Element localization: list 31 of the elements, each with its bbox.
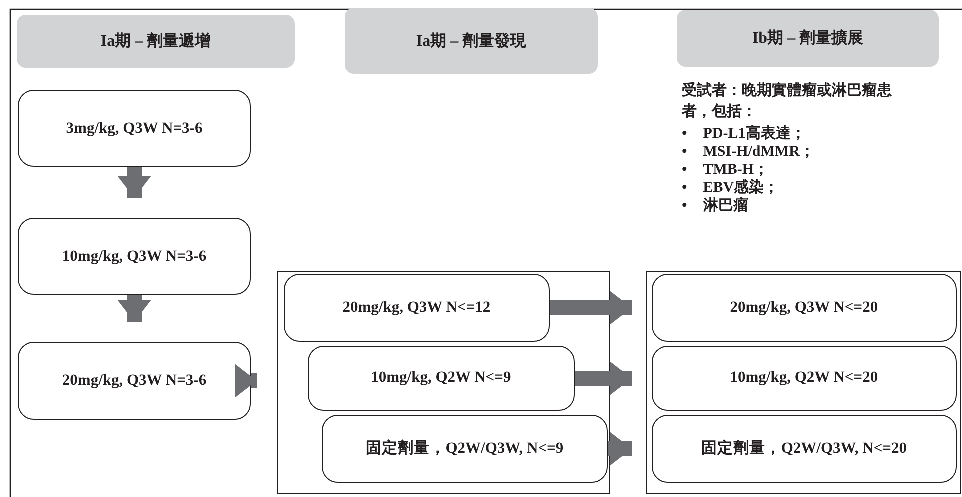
group-frame [646, 271, 961, 494]
block-arrow [118, 295, 152, 322]
dose-box: 3mg/kg, Q3W N=3-6 [18, 90, 251, 167]
block-arrow [235, 364, 257, 398]
header-box: Ib期 – 劑量擴展 [677, 10, 939, 67]
dose-box: 固定劑量，Q2W/Q3W, N<=20 [652, 414, 957, 483]
list-item: MSI-H/dMMR； [703, 143, 815, 161]
bullet: • [682, 125, 688, 143]
bullet: • [682, 197, 688, 215]
bullet: • [682, 179, 688, 197]
dose-box: 20mg/kg, Q3W N<=20 [652, 274, 957, 342]
block-arrow [575, 362, 632, 396]
dose-box: 10mg/kg, Q2W N<=20 [652, 346, 957, 411]
block-arrow [118, 167, 152, 198]
list-item: PD-L1高表達； [703, 125, 806, 143]
dose-box: 10mg/kg, Q2W N<=9 [308, 346, 575, 411]
block-arrow [608, 432, 632, 466]
list-item: TMB-H； [703, 161, 770, 179]
header-box: Ia期 – 劑量發現 [345, 8, 598, 74]
dose-box: 20mg/kg, Q3W N<=12 [284, 274, 550, 342]
dose-box: 20mg/kg, Q3W N=3-6 [18, 342, 251, 420]
list-item: 淋巴瘤 [703, 197, 748, 215]
header-box: Ia期 – 劑量遞增 [17, 15, 295, 68]
list-item: EBV感染； [703, 179, 780, 197]
dose-box: 10mg/kg, Q3W N=3-6 [18, 218, 251, 295]
subject-note: 受試者：晚期實體瘤或淋巴瘤患者，包括： [682, 80, 893, 122]
bullet: • [682, 143, 688, 161]
dose-box: 固定劑量，Q2W/Q3W, N<=9 [322, 414, 608, 483]
group-frame [277, 271, 610, 494]
bullet: • [682, 161, 688, 179]
block-arrow [550, 291, 632, 325]
